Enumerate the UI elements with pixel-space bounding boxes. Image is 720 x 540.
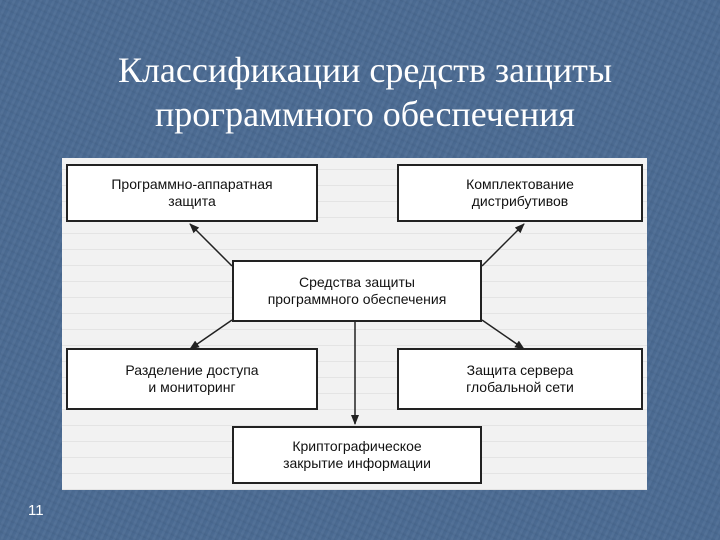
box-access-separation-monitoring-line-2: и мониторинг bbox=[148, 379, 236, 395]
arrow-to-mid-right bbox=[481, 319, 525, 350]
box-software-hardware-protection-line-1: Программно-аппаратная bbox=[111, 176, 273, 192]
diagram-panel: Программно-аппаратная защита Комплектова… bbox=[62, 158, 647, 490]
slide-title-line-2: программного обеспечения bbox=[155, 94, 575, 134]
box-distribution-assembly: Комплектование дистрибутивов bbox=[397, 164, 643, 222]
arrow-to-mid-left bbox=[189, 319, 233, 350]
box-global-network-server-protection-line-2: глобальной сети bbox=[466, 379, 574, 395]
connector-layer bbox=[189, 223, 525, 425]
box-global-network-server-protection: Защита сервера глобальной сети bbox=[397, 348, 643, 410]
arrow-to-top-left bbox=[189, 223, 233, 267]
box-software-protection-tools: Средства защиты программного обеспечения bbox=[232, 260, 482, 322]
box-software-protection-tools-line-2: программного обеспечения bbox=[267, 291, 447, 307]
box-software-hardware-protection-line-2: защита bbox=[168, 193, 216, 209]
slide-title: Классификации средств защиты программног… bbox=[60, 48, 670, 136]
slide-title-line-1: Классификации средств защиты bbox=[117, 50, 613, 90]
box-cryptographic-closure: Криптографическое закрытие информации bbox=[232, 426, 482, 484]
box-access-separation-monitoring: Разделение доступа и мониторинг bbox=[66, 348, 318, 410]
box-software-hardware-protection: Программно-аппаратная защита bbox=[66, 164, 318, 222]
slide-number: 11 bbox=[28, 502, 44, 519]
box-global-network-server-protection-line-1: Защита сервера bbox=[466, 362, 574, 378]
arrow-to-top-right bbox=[481, 223, 525, 267]
box-distribution-assembly-line-2: дистрибутивов bbox=[471, 193, 569, 209]
box-distribution-assembly-line-1: Комплектование bbox=[466, 176, 574, 192]
box-access-separation-monitoring-line-1: Разделение доступа bbox=[125, 362, 259, 378]
box-software-protection-tools-line-1: Средства защиты bbox=[299, 274, 415, 290]
box-cryptographic-closure-line-2: закрытие информации bbox=[283, 455, 431, 471]
box-cryptographic-closure-line-1: Криптографическое bbox=[292, 438, 422, 454]
